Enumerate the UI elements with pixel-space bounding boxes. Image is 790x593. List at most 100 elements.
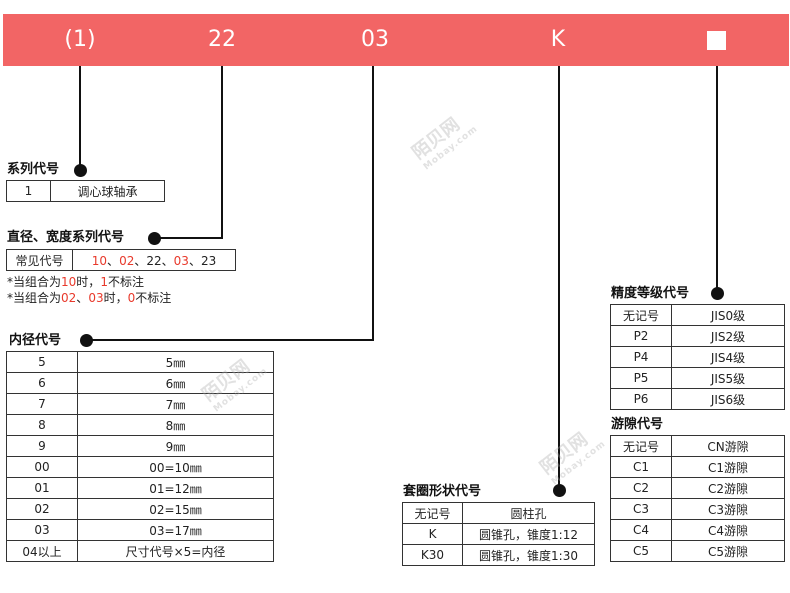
- connector-dot-precision: [711, 287, 724, 300]
- meaning-cell: 6㎜: [77, 372, 274, 394]
- connector-dot-series: [74, 164, 87, 177]
- table-row: 04以上尺寸代号×5=内径: [6, 540, 274, 562]
- note-text: 不标注: [135, 291, 172, 305]
- code-cell: 00: [6, 456, 78, 478]
- code-cell: 6: [6, 372, 78, 394]
- series-title: 系列代号: [7, 162, 60, 177]
- precision-title: 精度等级代号: [611, 286, 690, 301]
- code-cell: K: [402, 523, 463, 545]
- meaning-cell: CN游隙: [671, 435, 785, 457]
- meaning-cell: 尺寸代号×5=内径: [77, 540, 274, 562]
- connector-width-diameter: [221, 66, 223, 239]
- meaning-cell: 9㎜: [77, 435, 274, 457]
- code-cell: 8: [6, 414, 78, 436]
- code-text: 10: [91, 253, 108, 268]
- code-cell: P4: [610, 346, 672, 368]
- white-square-icon: [707, 31, 726, 50]
- note-text: 、: [76, 291, 89, 305]
- code-series: (1): [64, 27, 96, 52]
- note-1: *当组合为10时，1不标注: [7, 275, 144, 290]
- meaning-cell: 7㎜: [77, 393, 274, 415]
- note-text: 1: [100, 275, 108, 289]
- meaning-cell: C3游隙: [671, 498, 785, 520]
- code-cell: P2: [610, 325, 672, 347]
- meaning-cell: JIS6级: [671, 388, 785, 410]
- code-text: 、: [161, 253, 174, 268]
- code-cell: 无记号: [402, 502, 463, 524]
- note-text: 时，: [103, 291, 128, 305]
- meaning-cell: JIS0级: [671, 304, 785, 326]
- series-code: 1: [6, 180, 51, 202]
- series-table: 1 调心球轴承: [6, 180, 165, 202]
- code-text: 、: [188, 253, 201, 268]
- code-cell: 01: [6, 477, 78, 499]
- meaning-cell: 03=17㎜: [77, 519, 274, 541]
- meaning-cell: 5㎜: [77, 351, 274, 373]
- width-diameter-title: 直径、宽度系列代号: [7, 230, 125, 245]
- clearance-title: 游隙代号: [611, 417, 664, 432]
- code-cell: C3: [610, 498, 672, 520]
- code-ring-shape: K: [550, 27, 566, 52]
- note-text: 时，: [76, 275, 101, 289]
- connector-dot-bore: [80, 334, 93, 347]
- meaning-cell: 8㎜: [77, 414, 274, 436]
- watermark-sub: Mobay.com: [421, 124, 480, 173]
- code-width-diameter: 22: [208, 27, 236, 52]
- meaning-cell: 01=12㎜: [77, 477, 274, 499]
- table-row: 1 调心球轴承: [6, 180, 165, 202]
- code-cell: P6: [610, 388, 672, 410]
- note-2: *当组合为02、03时，0不标注: [7, 291, 171, 306]
- meaning-cell: JIS5级: [671, 367, 785, 389]
- meaning-cell: 圆柱孔: [462, 502, 595, 524]
- code-text: 02: [119, 253, 135, 268]
- code-cell: 04以上: [6, 540, 78, 562]
- code-cell: C4: [610, 519, 672, 541]
- meaning-cell: 圆锥孔，锥度1:30: [462, 544, 595, 566]
- note-text: 10: [61, 275, 77, 289]
- series-desc: 调心球轴承: [50, 180, 165, 202]
- note-text: *当组合为: [7, 275, 62, 289]
- code-cell: 9: [6, 435, 78, 457]
- table-row: 无记号圆柱孔: [402, 502, 595, 524]
- code-banner: [3, 14, 789, 66]
- ring-title: 套圈形状代号: [403, 484, 482, 499]
- code-cell: 02: [6, 498, 78, 520]
- meaning-cell: 圆锥孔，锥度1:12: [462, 523, 595, 545]
- code-text: 03: [173, 253, 189, 268]
- code-cell: C5: [610, 540, 672, 562]
- meaning-cell: C5游隙: [671, 540, 785, 562]
- meaning-cell: JIS2级: [671, 325, 785, 347]
- meaning-cell: 02=15㎜: [77, 498, 274, 520]
- width-diameter-codes: 10、02、22、03、23: [72, 249, 236, 271]
- code-text: 、: [134, 253, 147, 268]
- note-text: 不标注: [107, 275, 144, 289]
- width-diameter-label: 常见代号: [6, 249, 73, 271]
- code-text: 、: [107, 253, 120, 268]
- code-cell: K30: [402, 544, 463, 566]
- table-row: 常见代号 10、02、22、03、23: [6, 249, 236, 271]
- code-cell: 无记号: [610, 435, 672, 457]
- meaning-cell: C4游隙: [671, 519, 785, 541]
- note-text: 03: [88, 291, 104, 305]
